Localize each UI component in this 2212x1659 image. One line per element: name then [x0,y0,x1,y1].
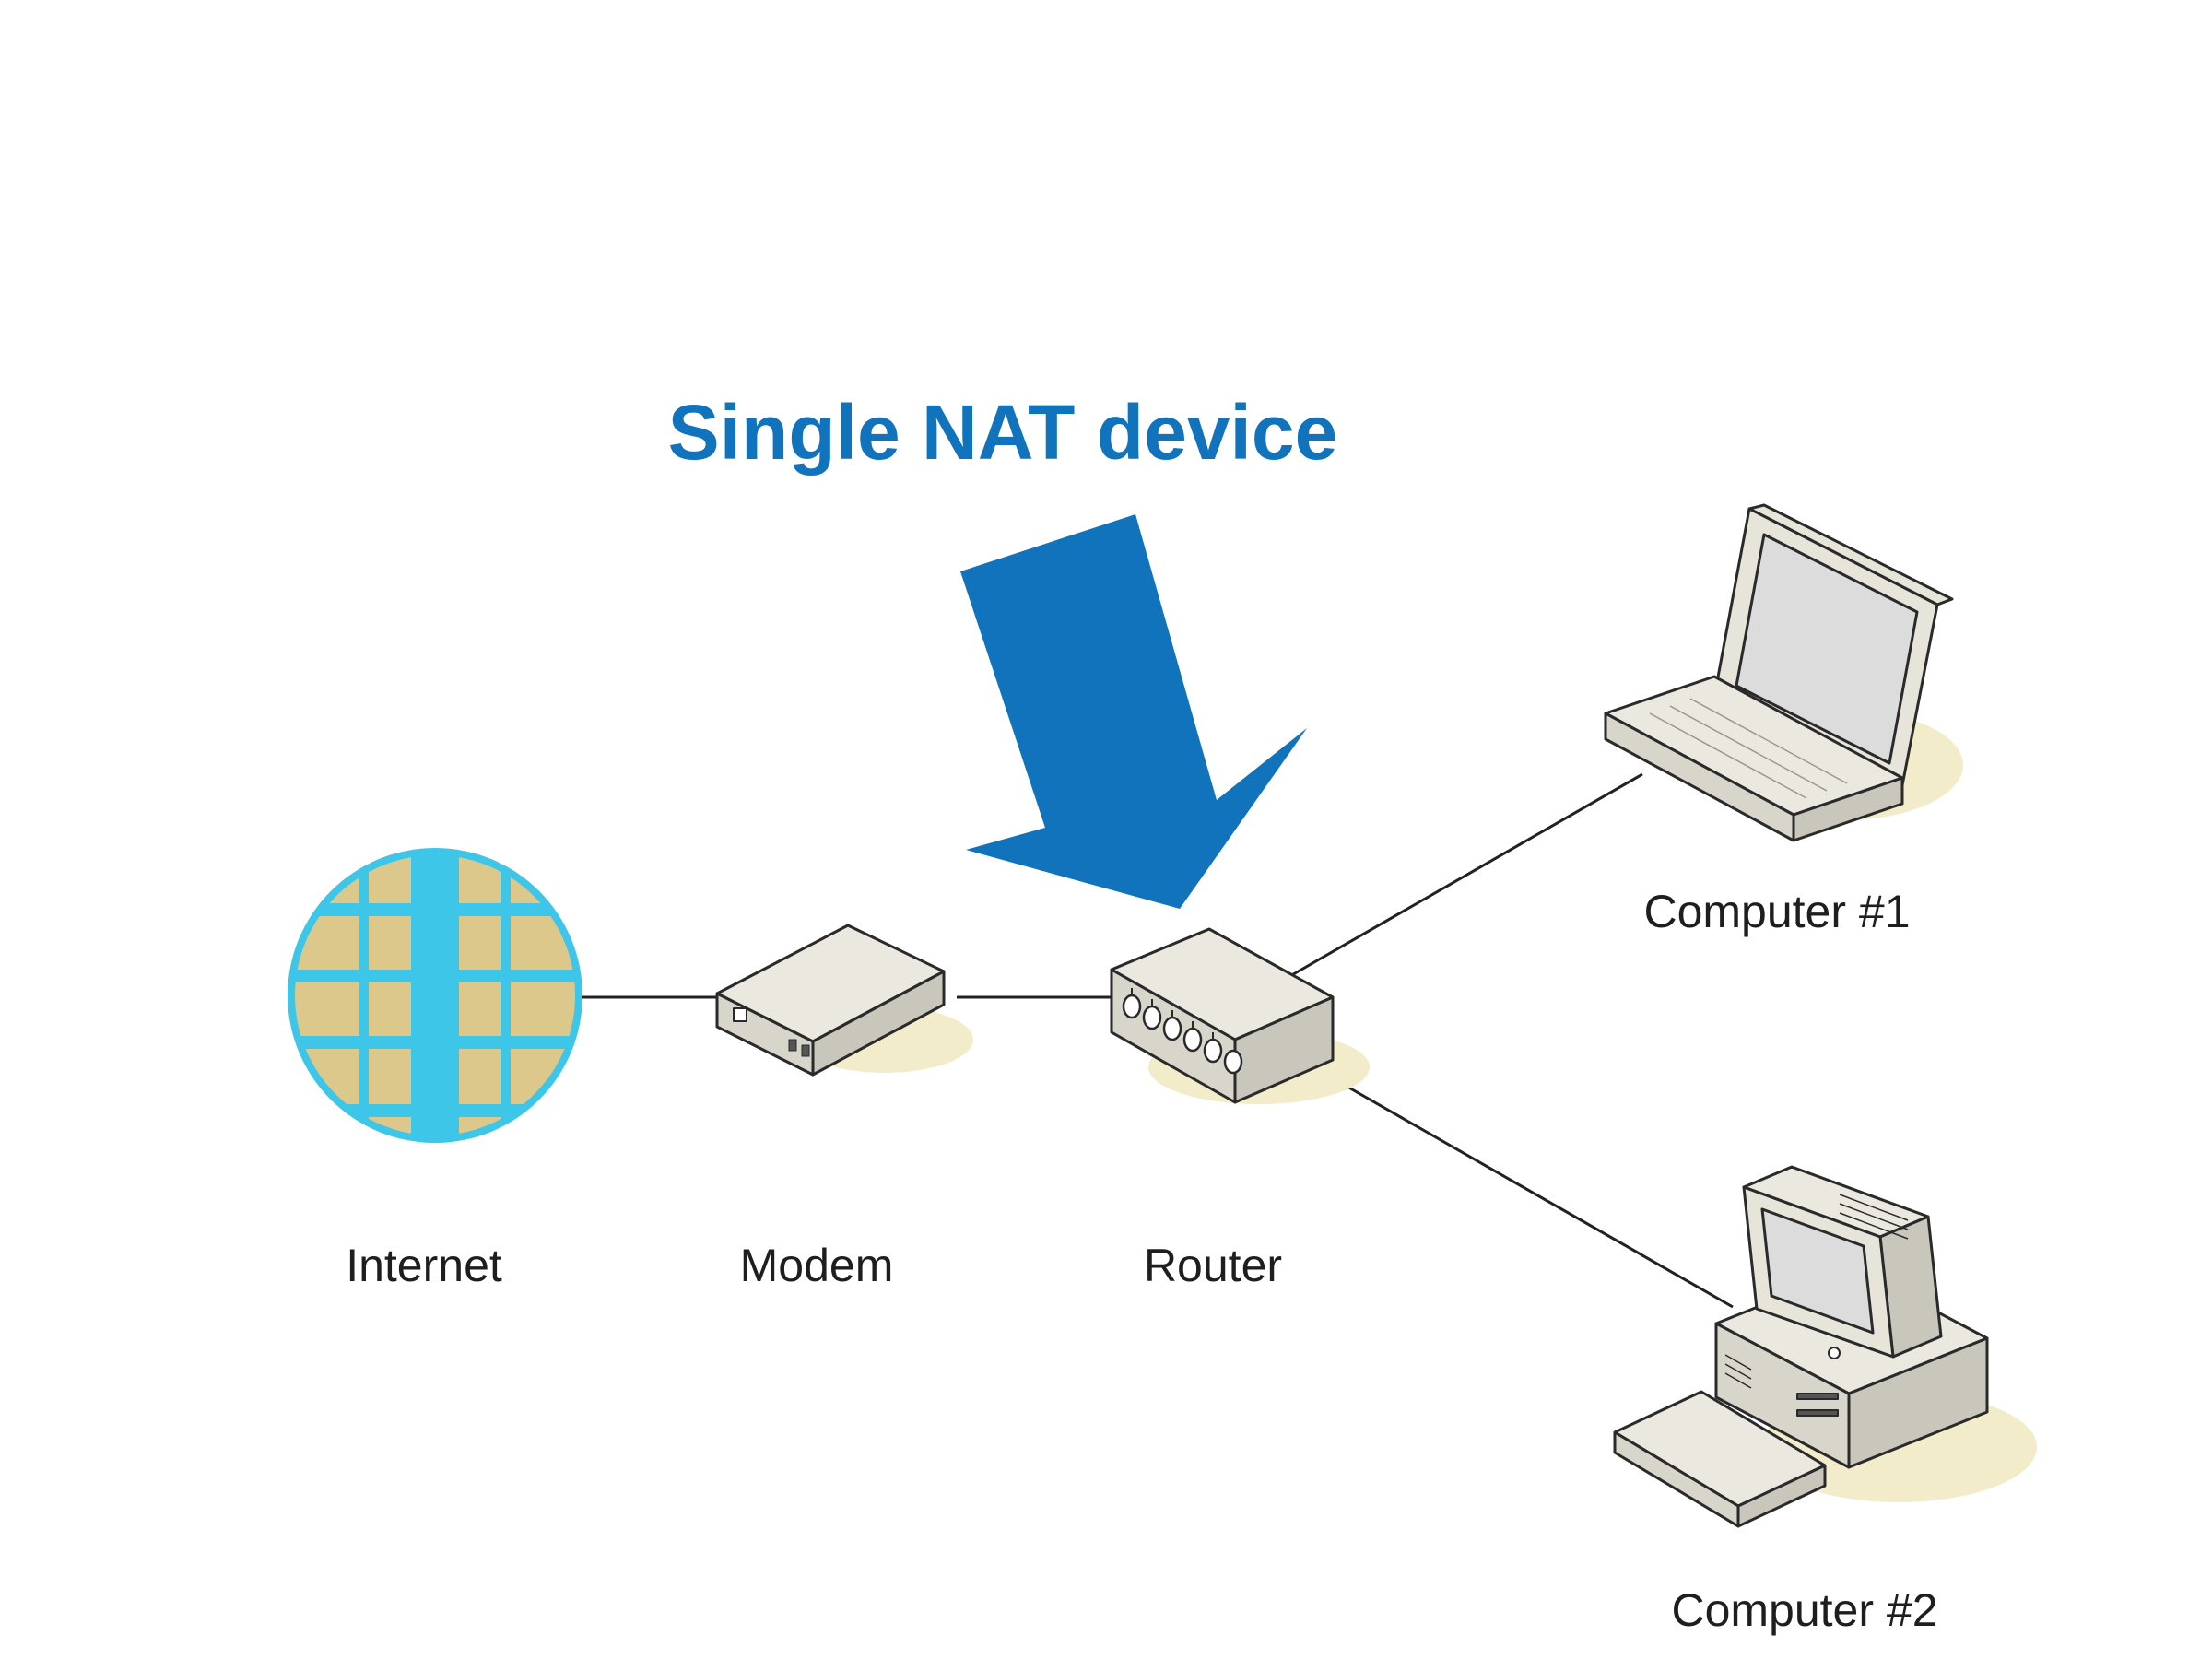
label-computer-1: Computer #1 [1643,886,1910,937]
globe-icon [288,848,582,1143]
callout-title: Single NAT device [668,389,1338,476]
label-router: Router [1144,1240,1282,1291]
modem-icon [715,924,973,1077]
label-computer-2: Computer #2 [1671,1584,1937,1636]
label-modem: Modem [740,1240,894,1291]
link-router-computer1 [1288,772,1643,979]
laptop-icon [1604,503,1963,842]
link-router-computer2 [1345,1084,1734,1309]
callout-arrow-icon [960,514,1307,909]
connections [579,772,1734,1309]
router-icon [1110,927,1370,1104]
desktop-computer-icon [1613,1165,2037,1528]
label-internet: Internet [346,1240,502,1291]
